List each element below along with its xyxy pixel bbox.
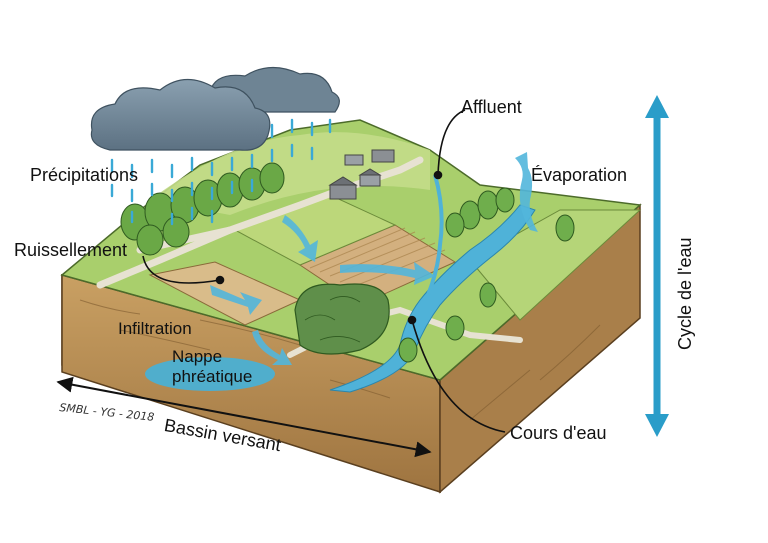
rain-drops	[110, 118, 332, 226]
label-cours-eau: Cours d'eau	[510, 423, 607, 443]
label-affluent: Affluent	[461, 97, 522, 117]
riparian-forest	[294, 283, 390, 355]
callout-lines	[142, 109, 506, 433]
flow-arrow-field	[340, 262, 435, 285]
label-nappe-phreatique: Nappe phréatique	[172, 347, 272, 386]
farm-buildings	[328, 149, 395, 200]
leader-ruissellement	[142, 255, 221, 284]
label-ruissellement: Ruissellement	[14, 240, 128, 260]
label-cycle-eau: Cycle de l'eau	[675, 237, 695, 351]
water-flow-arrows	[210, 152, 538, 365]
evaporation-arrow	[515, 152, 538, 232]
leader-affluent	[437, 109, 466, 176]
leader-cours-eau	[411, 319, 506, 433]
label-evaporation: Évaporation	[531, 165, 628, 185]
infiltration-arrow	[252, 330, 292, 365]
cycle-arrow	[645, 95, 669, 437]
rain-clouds	[90, 66, 340, 226]
flow-arrow-hill	[282, 215, 318, 262]
label-nappe-text: Nappe phréatique	[172, 347, 253, 386]
cloud-front	[90, 78, 271, 151]
forest	[120, 162, 575, 363]
runoff-arrow	[210, 285, 262, 315]
tributary	[426, 174, 444, 296]
label-infiltration: Infiltration	[118, 319, 192, 338]
bassin-versant-arrow	[56, 376, 432, 458]
label-precipitations: Précipitations	[30, 165, 139, 185]
